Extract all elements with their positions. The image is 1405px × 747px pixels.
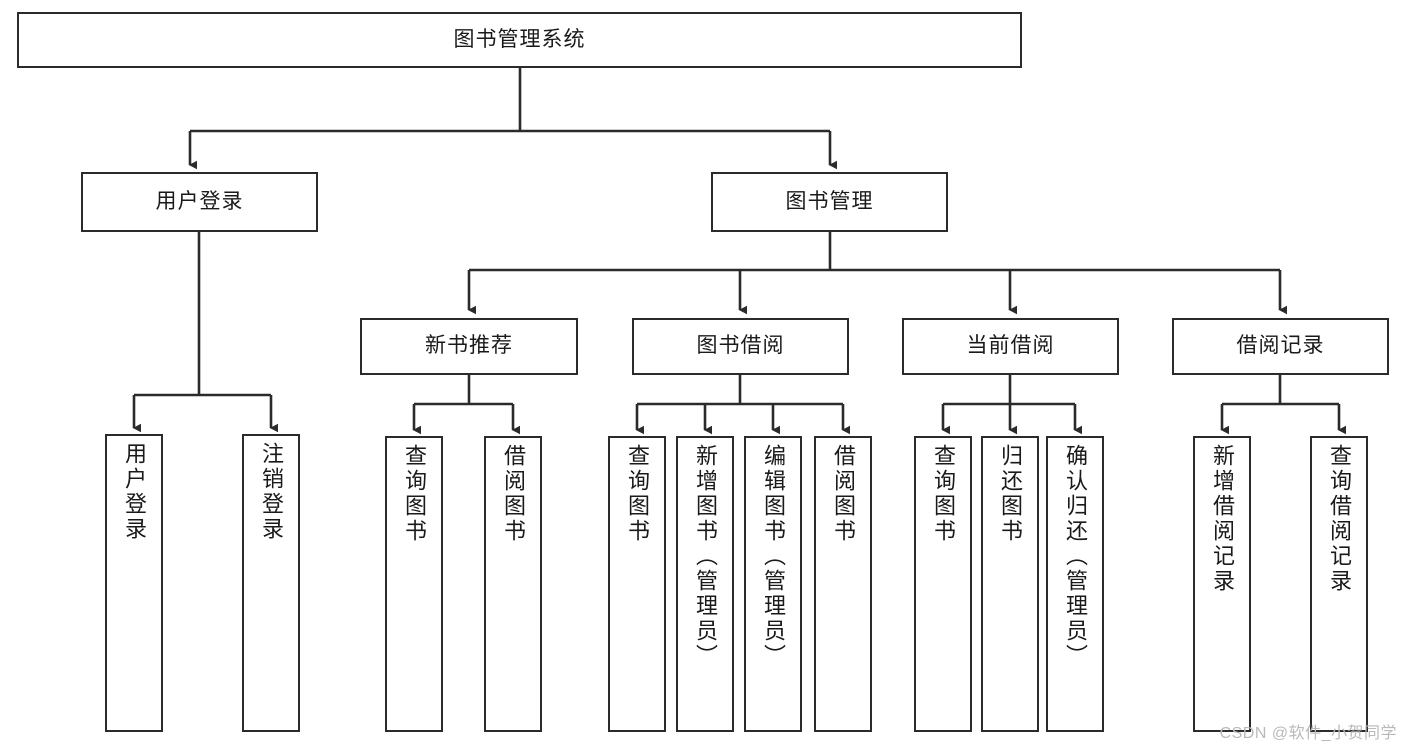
node-borrow-records[interactable]: 借阅记录 bbox=[1172, 318, 1389, 375]
node-book-borrow[interactable]: 图书借阅 bbox=[632, 318, 849, 375]
leaf-borrow-book[interactable]: 借阅图书 bbox=[814, 436, 872, 732]
node-root[interactable]: 图书管理系统 bbox=[17, 12, 1022, 68]
node-current-borrow[interactable]: 当前借阅 bbox=[902, 318, 1119, 375]
leaf-user-logout[interactable]: 注销登录 bbox=[242, 434, 300, 732]
leaf-add-borrow-record[interactable]: 新增借阅记录 bbox=[1193, 436, 1251, 732]
leaf-query-book-current-label: 查询图书 bbox=[931, 444, 956, 544]
leaf-edit-book-admin[interactable]: 编辑图书（管理员） bbox=[744, 436, 802, 732]
leaf-query-book-recommend-label: 查询图书 bbox=[402, 444, 427, 544]
watermark: CSDN @软件_小贺同学 bbox=[1219, 725, 1397, 742]
node-book-management-label: 图书管理 bbox=[785, 189, 874, 213]
node-user-login-label: 用户登录 bbox=[155, 189, 244, 213]
leaf-confirm-return-admin[interactable]: 确认归还（管理员） bbox=[1046, 436, 1104, 732]
leaf-query-book-current[interactable]: 查询图书 bbox=[914, 436, 972, 732]
node-borrow-records-label: 借阅记录 bbox=[1236, 334, 1325, 358]
leaf-query-book-borrow[interactable]: 查询图书 bbox=[608, 436, 666, 732]
leaf-add-borrow-record-label: 新增借阅记录 bbox=[1210, 444, 1235, 594]
leaf-borrow-book-recommend[interactable]: 借阅图书 bbox=[484, 436, 542, 732]
leaf-return-book-label: 归还图书 bbox=[998, 444, 1023, 544]
leaf-borrow-book-recommend-label: 借阅图书 bbox=[501, 444, 526, 544]
leaf-user-logout-label: 注销登录 bbox=[259, 442, 284, 542]
leaf-add-book-admin-label: 新增图书（管理员） bbox=[693, 444, 718, 669]
leaf-return-book[interactable]: 归还图书 bbox=[981, 436, 1039, 732]
node-new-book-recommend[interactable]: 新书推荐 bbox=[360, 318, 578, 375]
node-book-management[interactable]: 图书管理 bbox=[711, 172, 948, 232]
leaf-query-borrow-record[interactable]: 查询借阅记录 bbox=[1310, 436, 1368, 732]
leaf-add-book-admin[interactable]: 新增图书（管理员） bbox=[676, 436, 734, 732]
leaf-confirm-return-admin-label: 确认归还（管理员） bbox=[1063, 444, 1088, 669]
node-root-label: 图书管理系统 bbox=[453, 27, 586, 51]
leaf-user-login[interactable]: 用户登录 bbox=[105, 434, 163, 732]
leaf-query-book-recommend[interactable]: 查询图书 bbox=[385, 436, 443, 732]
node-book-borrow-label: 图书借阅 bbox=[696, 334, 785, 358]
node-new-book-recommend-label: 新书推荐 bbox=[425, 334, 513, 358]
leaf-query-borrow-record-label: 查询借阅记录 bbox=[1327, 444, 1352, 594]
node-current-borrow-label: 当前借阅 bbox=[966, 334, 1055, 358]
leaf-user-login-label: 用户登录 bbox=[122, 442, 147, 542]
leaf-query-book-borrow-label: 查询图书 bbox=[625, 444, 650, 544]
node-user-login[interactable]: 用户登录 bbox=[81, 172, 318, 232]
leaf-borrow-book-label: 借阅图书 bbox=[831, 444, 856, 544]
leaf-edit-book-admin-label: 编辑图书（管理员） bbox=[761, 444, 786, 669]
